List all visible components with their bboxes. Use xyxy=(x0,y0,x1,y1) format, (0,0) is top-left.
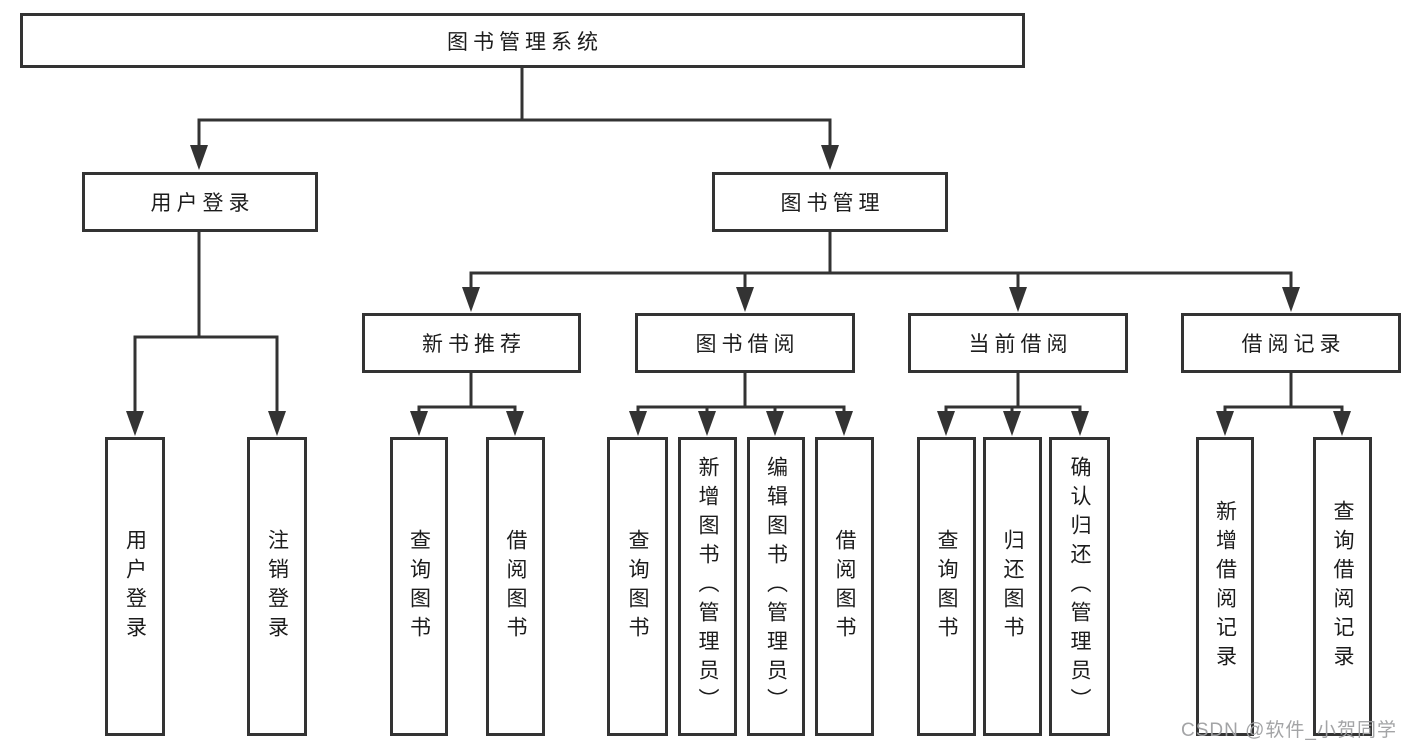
connector-root-to-level2 xyxy=(190,67,839,170)
arrow-down-icon xyxy=(268,411,286,436)
connector-new-book-to-leaves xyxy=(410,372,524,436)
node-root-system: 图书管理系统 xyxy=(20,13,1025,68)
leaf-current-query-book: 查询图书 xyxy=(917,437,976,736)
arrow-down-icon xyxy=(462,287,480,312)
arrow-down-icon xyxy=(629,411,647,436)
node-user-login: 用户登录 xyxy=(82,172,318,232)
leaf-borrow-add-book-admin: 新增图书（管理员） xyxy=(678,437,737,736)
arrow-down-icon xyxy=(410,411,428,436)
arrow-down-icon xyxy=(1071,411,1089,436)
connector-book-mgmt-to-level3 xyxy=(462,232,1300,312)
connector-borrow-record-to-leaves xyxy=(1216,372,1351,436)
connector-user-login-to-leaves xyxy=(126,232,286,436)
arrow-down-icon xyxy=(190,145,208,170)
arrow-down-icon xyxy=(1216,411,1234,436)
node-book-management: 图书管理 xyxy=(712,172,948,232)
node-book-borrow: 图书借阅 xyxy=(635,313,855,373)
leaf-record-add-record: 新增借阅记录 xyxy=(1196,437,1254,736)
leaf-record-query-record: 查询借阅记录 xyxy=(1313,437,1372,736)
arrow-down-icon xyxy=(1003,411,1021,436)
leaf-borrow-query-book: 查询图书 xyxy=(607,437,668,736)
node-new-book-recommend: 新书推荐 xyxy=(362,313,581,373)
arrow-down-icon xyxy=(698,411,716,436)
csdn-watermark: CSDN @软件_小贺同学 xyxy=(1181,720,1397,741)
leaf-user-login: 用户登录 xyxy=(105,437,165,736)
node-borrow-record: 借阅记录 xyxy=(1181,313,1401,373)
arrow-down-icon xyxy=(1333,411,1351,436)
arrow-down-icon xyxy=(821,145,839,170)
arrow-down-icon xyxy=(1009,287,1027,312)
leaf-logout: 注销登录 xyxy=(247,437,307,736)
arrow-down-icon xyxy=(766,411,784,436)
leaf-borrow-edit-book-admin: 编辑图书（管理员） xyxy=(747,437,805,736)
arrow-down-icon xyxy=(937,411,955,436)
leaf-current-confirm-return-admin: 确认归还（管理员） xyxy=(1049,437,1110,736)
arrow-down-icon xyxy=(1282,287,1300,312)
arrow-down-icon xyxy=(736,287,754,312)
connector-current-borrow-to-leaves xyxy=(937,372,1089,436)
node-current-borrow: 当前借阅 xyxy=(908,313,1128,373)
leaf-newbook-borrow-book: 借阅图书 xyxy=(486,437,545,736)
leaf-newbook-query-book: 查询图书 xyxy=(390,437,448,736)
leaf-borrow-borrow-book: 借阅图书 xyxy=(815,437,874,736)
arrow-down-icon xyxy=(506,411,524,436)
arrow-down-icon xyxy=(126,411,144,436)
arrow-down-icon xyxy=(835,411,853,436)
connector-book-borrow-to-leaves xyxy=(629,372,853,436)
leaf-current-return-book: 归还图书 xyxy=(983,437,1042,736)
